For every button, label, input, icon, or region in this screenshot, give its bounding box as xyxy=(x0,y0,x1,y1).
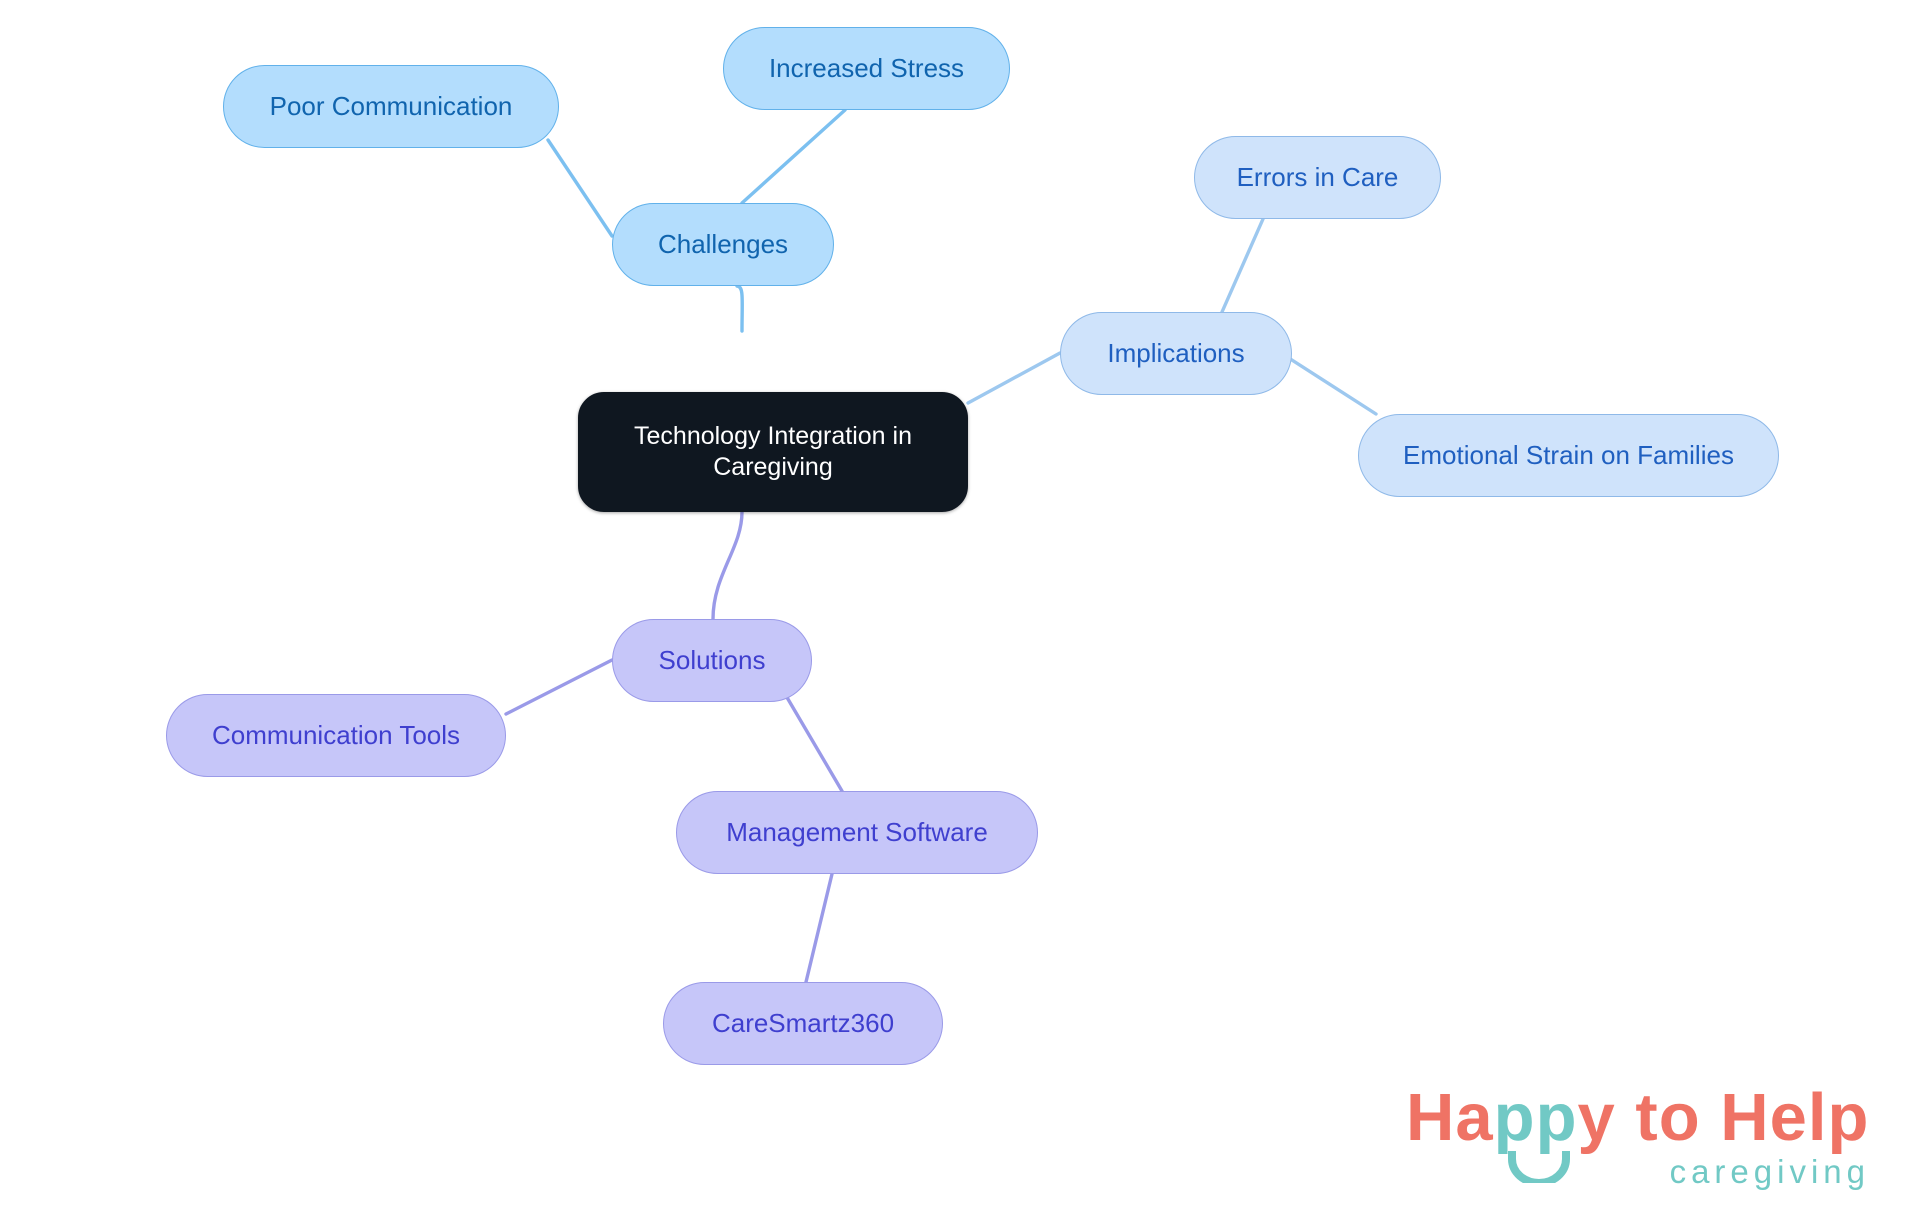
mindmap-node-implications[interactable]: Implications xyxy=(1060,312,1292,395)
mindmap-node-poor-communication[interactable]: Poor Communication xyxy=(223,65,559,148)
logo-smile-icon xyxy=(1508,1151,1570,1183)
mindmap-node-increased-stress[interactable]: Increased Stress xyxy=(723,27,1010,110)
logo-text-y-to-help: y to Help xyxy=(1577,1080,1870,1155)
edge-management-software-to-caresmartz360 xyxy=(804,872,834,984)
edge-root-to-implications xyxy=(966,351,1062,405)
logo-wordmark-happy-to-help: Happy to Help xyxy=(1406,1079,1869,1156)
edge-challenges-to-poor-communication xyxy=(546,138,614,238)
mindmap-root-node[interactable]: Technology Integration in Caregiving xyxy=(578,392,968,512)
edge-root-to-challenges xyxy=(735,284,744,333)
mindmap-node-challenges[interactable]: Challenges xyxy=(612,203,834,286)
edge-implications-to-errors-in-care xyxy=(1220,217,1265,314)
mindmap-node-management-software[interactable]: Management Software xyxy=(676,791,1038,874)
edge-root-to-solutions xyxy=(711,510,744,621)
logo-tagline-caregiving: caregiving xyxy=(1669,1153,1870,1190)
mindmap-node-caresmartz360[interactable]: CareSmartz360 xyxy=(663,982,943,1065)
mindmap-node-errors-in-care[interactable]: Errors in Care xyxy=(1194,136,1441,219)
brand-logo: Happy to Help caregiving xyxy=(1406,1079,1876,1197)
edge-implications-to-emotional-strain xyxy=(1279,351,1378,416)
mindmap-node-emotional-strain[interactable]: Emotional Strain on Families xyxy=(1358,414,1779,497)
edge-challenges-to-increased-stress xyxy=(740,108,847,205)
edge-solutions-to-communication-tools xyxy=(504,658,614,716)
logo-text-pp: pp xyxy=(1493,1080,1578,1155)
mindmap-node-solutions[interactable]: Solutions xyxy=(612,619,812,702)
mindmap-node-communication-tools[interactable]: Communication Tools xyxy=(166,694,506,777)
logo-text-ha: Ha xyxy=(1406,1080,1494,1155)
